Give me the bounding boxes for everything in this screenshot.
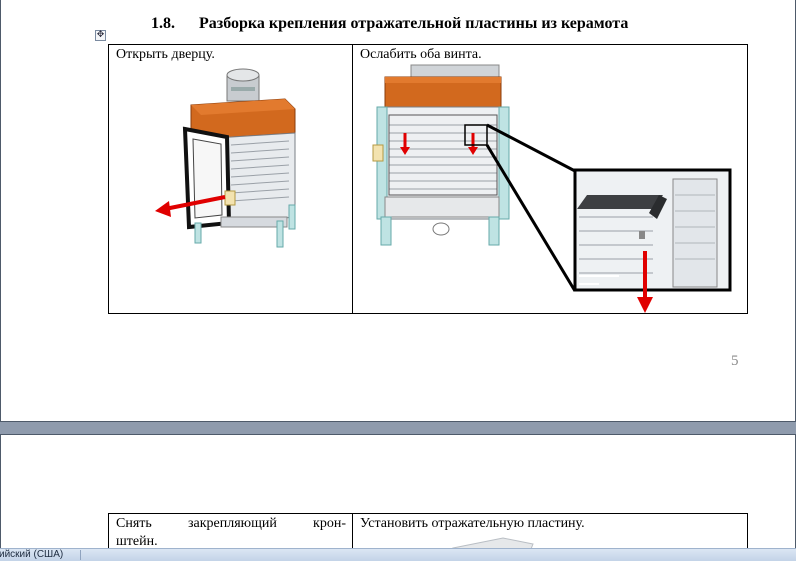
step-text: Установить отражательную пластину. (360, 516, 585, 531)
fireplace-open-door-illustration (155, 68, 296, 248)
steps-table: Открыть дверцу. (108, 44, 748, 314)
fireplace-screws-illustration (372, 64, 732, 313)
step-text-line-1: Снять закрепляющий крон- (116, 516, 346, 531)
section-number: 1.8. (151, 15, 175, 32)
step-text: Открыть дверцу. (116, 47, 215, 62)
step-text: Ослабить оба винта. (360, 47, 482, 62)
table-move-handle-icon[interactable]: ✥ (95, 30, 106, 41)
document-page-1: 1.8. Разборка крепления отражательной пла… (0, 0, 796, 422)
table-cell[interactable]: Ослабить оба винта. (352, 44, 748, 314)
page-number: 5 (731, 353, 739, 369)
status-bar: ийский (США) (0, 548, 796, 561)
status-separator (80, 550, 81, 560)
table-cell[interactable]: Открыть дверцу. (108, 44, 353, 314)
table-row: Открыть дверцу. (108, 44, 748, 314)
step-text-line-2: штейн. (116, 534, 158, 549)
language-indicator[interactable]: ийский (США) (0, 549, 64, 560)
document-page-2: Снять закрепляющий крон- штейн. Установи… (0, 434, 796, 555)
section-heading: 1.8. Разборка крепления отражательной пла… (151, 15, 628, 33)
section-title: Разборка крепления отражательной пластин… (199, 15, 629, 32)
